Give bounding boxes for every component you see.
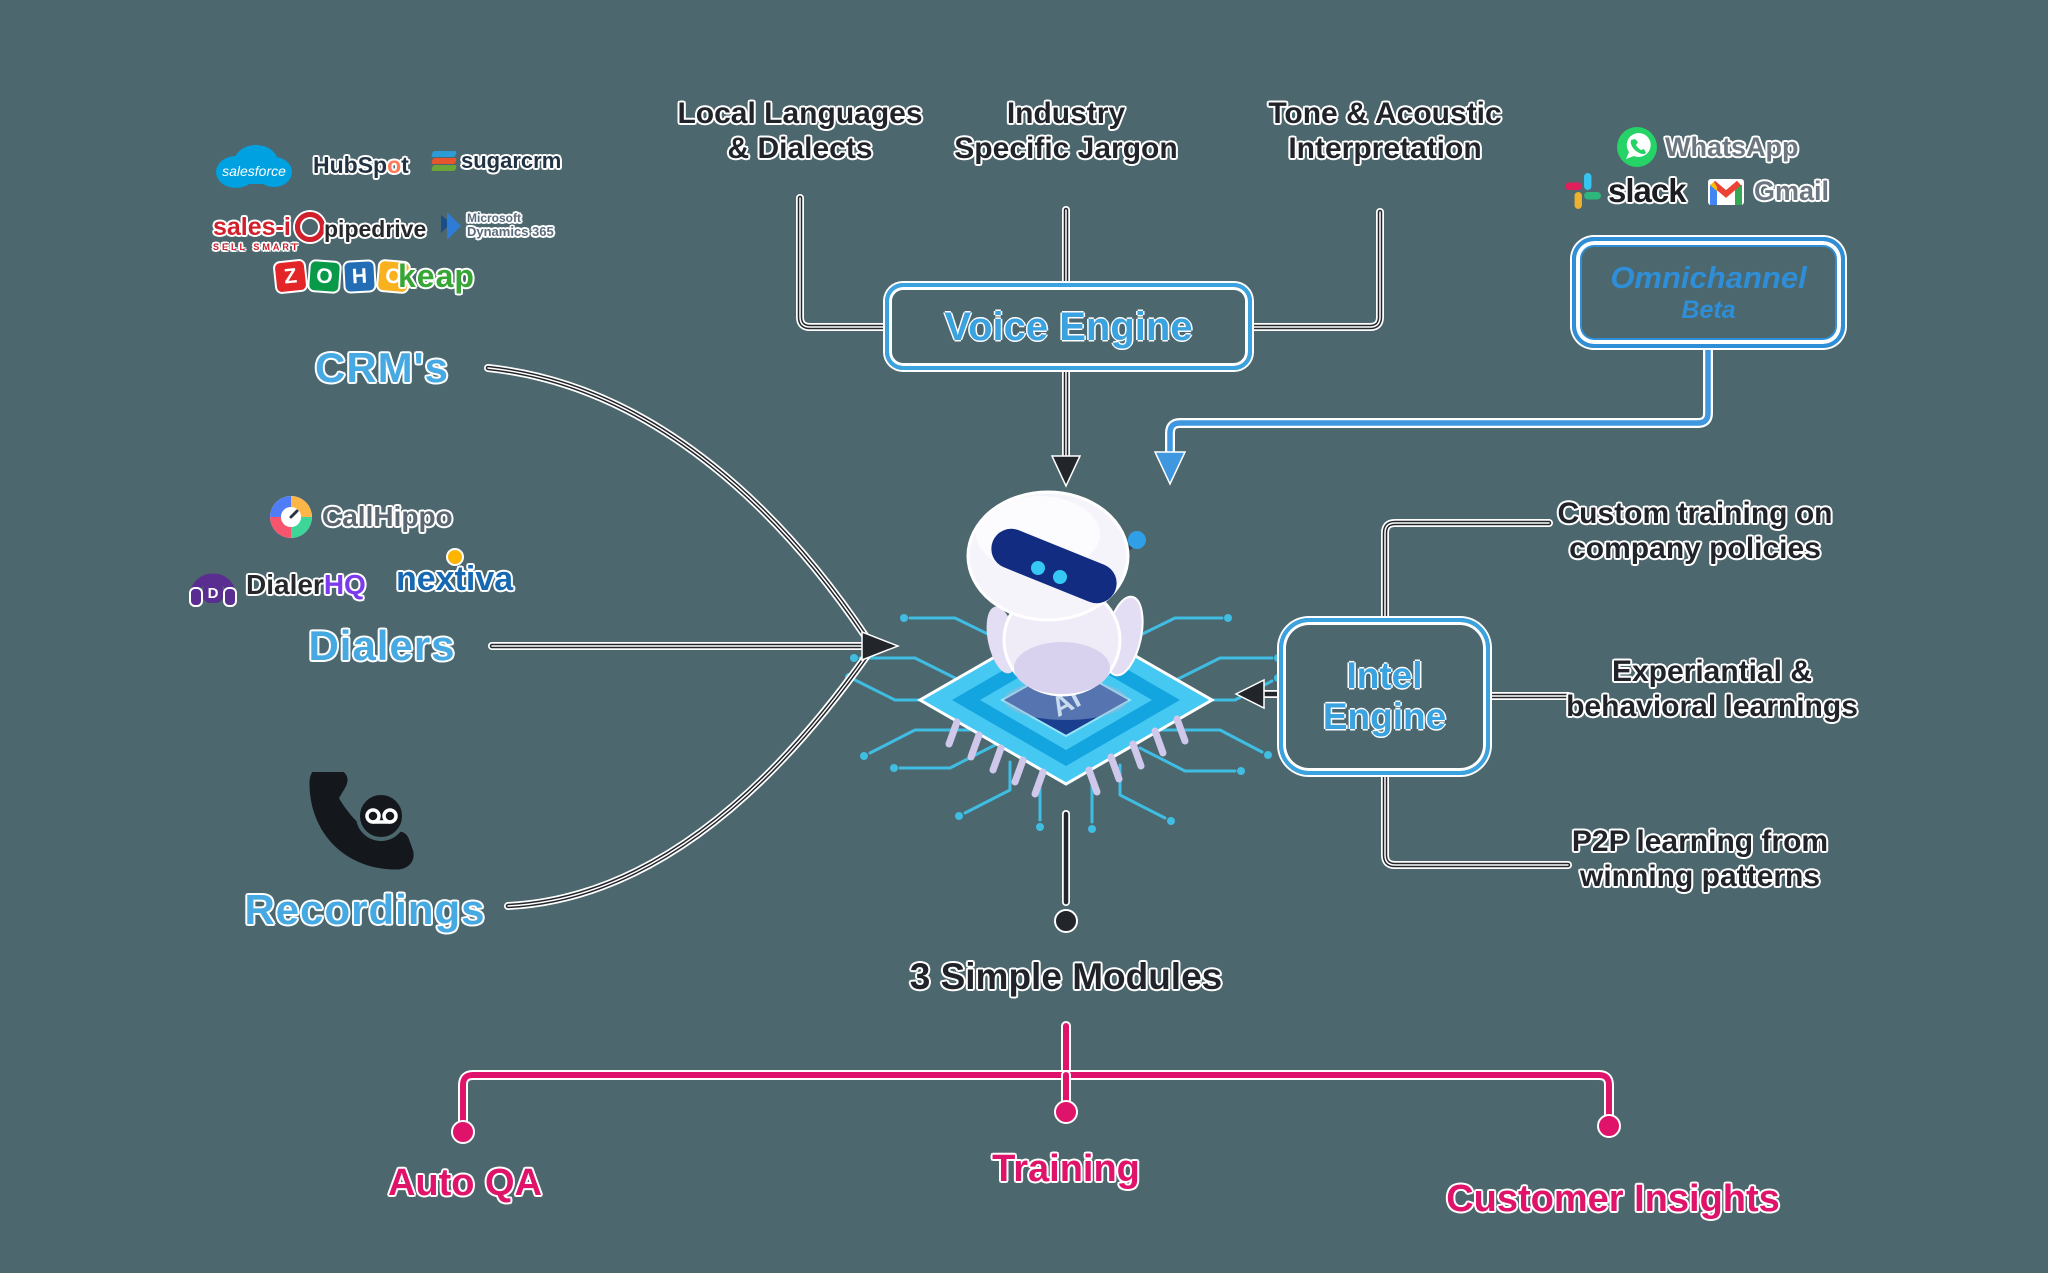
- sugarcrm-text: sugarcrm: [461, 148, 562, 173]
- modules-bracket: [451, 1021, 1621, 1144]
- crm-logo-salesi: sales-i SELL SMART: [213, 212, 325, 252]
- dialers-group-label: Dialers: [308, 622, 456, 669]
- zoho-tile-o1: O: [309, 261, 341, 292]
- intel-engine-title-line2: Engine: [1322, 695, 1447, 737]
- omni-app-gmail: Gmail: [1706, 176, 1829, 207]
- svg-text:salesforce: salesforce: [222, 163, 286, 179]
- crm-group-label: CRM's: [315, 344, 449, 391]
- intel-feature-line1: Experiantial &: [1611, 655, 1813, 688]
- dialer-logo-nextiva: nextiva: [396, 550, 514, 599]
- callhippo-icon: [270, 496, 312, 538]
- intel-feature-line1: P2P learning from: [1571, 825, 1829, 858]
- crm-logo-pipedrive: pipedrive: [324, 216, 427, 242]
- intel-feature-experiential: Experiantial & behavioral learnings: [1552, 654, 1872, 724]
- whatsapp-icon: [1617, 127, 1657, 167]
- crm-logo-sugarcrm: sugarcrm: [431, 148, 562, 174]
- hubspot-text: HubSp: [313, 152, 388, 178]
- dynamics-icon: [441, 212, 461, 240]
- intel-feature-line2: winning patterns: [1580, 860, 1820, 894]
- intel-engine-title-line1: Intel: [1346, 654, 1423, 696]
- module-training: Training: [992, 1148, 1140, 1190]
- voice-input-line2: & Dialects: [727, 132, 873, 166]
- recordings-icon: [309, 772, 414, 870]
- intel-feature-line2: behavioral learnings: [1566, 690, 1858, 724]
- omnichannel-title: Omnichannel: [1610, 260, 1807, 295]
- voice-input-industry-jargon: Industry Specific Jargon: [926, 96, 1206, 166]
- voice-input-line1: Local Languages: [677, 97, 923, 130]
- zoho-tile-z: Z: [274, 260, 307, 293]
- intel-feature-line1: Custom training on: [1557, 497, 1833, 530]
- sources-to-robot-arrows: [484, 364, 901, 910]
- voice-input-connectors: [796, 194, 1384, 331]
- gmail-text: Gmail: [1754, 176, 1830, 206]
- salesi-tagline: SELL SMART: [213, 242, 301, 252]
- robot-to-modules-connector: [1054, 810, 1078, 933]
- dialerhq-text: DialerHQ: [246, 569, 366, 601]
- sugarcrm-stack-icon: [431, 150, 457, 172]
- intel-feature-line2: company policies: [1569, 532, 1821, 566]
- voice-input-tone-acoustic: Tone & Acoustic Interpretation: [1240, 96, 1530, 166]
- module-customer-insights: Customer Insights: [1446, 1178, 1780, 1220]
- omni-app-whatsapp: WhatsApp: [1616, 126, 1798, 168]
- dialer-logo-callhippo: CallHippo: [268, 494, 453, 540]
- voice-input-local-languages: Local Languages & Dialects: [660, 96, 940, 166]
- salesforce-cloud-icon: salesforce: [216, 145, 292, 188]
- hubspot-text-end: t: [401, 152, 409, 178]
- crm-logo-hubspot: HubSpot: [313, 152, 409, 179]
- crm-logo-zoho: Z O H O: [274, 260, 410, 293]
- svg-text:D: D: [208, 585, 219, 602]
- voice-input-line2: Specific Jargon: [954, 132, 1178, 166]
- module-auto-qa: Auto QA: [387, 1162, 543, 1204]
- crm-logo-dynamics: Microsoft Dynamics 365: [440, 212, 554, 240]
- voice-engine-title: Voice Engine: [944, 304, 1193, 349]
- dialerhq-text-dialer: Dialer: [246, 569, 324, 600]
- nextiva-text: nextiva: [396, 560, 514, 598]
- gmail-icon: [1708, 178, 1744, 205]
- recordings-group-label: Recordings: [244, 886, 486, 933]
- nextiva-dot: [448, 550, 462, 564]
- dialerhq-icon: D: [189, 573, 237, 607]
- callhippo-text: CallHippo: [322, 501, 453, 532]
- crm-logo-salesforce: salesforce: [210, 138, 298, 199]
- voice-input-line1: Tone & Acoustic: [1268, 97, 1502, 130]
- omnichannel-box: Omnichannel Beta: [1572, 237, 1845, 348]
- voice-engine-box: Voice Engine: [885, 283, 1252, 370]
- voice-input-line1: Industry: [1006, 97, 1126, 130]
- robot-illustration: [966, 490, 1146, 720]
- dynamics-text1: Microsoft: [467, 211, 521, 225]
- omnichannel-to-robot-arrow: [1153, 345, 1713, 486]
- voice-to-robot-arrow: [1050, 368, 1082, 488]
- hubspot-sprocket: o: [387, 152, 402, 178]
- modules-title: 3 Simple Modules: [909, 956, 1223, 997]
- intel-connectors: [1234, 519, 1572, 869]
- dialer-logo-dialerhq: D DialerHQ: [188, 562, 366, 608]
- slack-icon: [1565, 173, 1601, 209]
- zoho-tile-h: H: [344, 261, 375, 292]
- whatsapp-text: WhatsApp: [1665, 131, 1799, 162]
- dynamics-text2: Dynamics 365: [467, 223, 554, 239]
- voice-input-line2: Interpretation: [1288, 132, 1482, 166]
- dialerhq-text-hq: HQ: [323, 569, 366, 600]
- slack-text: slack: [1608, 172, 1687, 209]
- intel-engine-box: Intel Engine: [1279, 618, 1490, 775]
- omni-app-slack: slack: [1564, 172, 1687, 210]
- intel-feature-p2p: P2P learning from winning patterns: [1550, 824, 1850, 894]
- salesi-target-icon: [294, 212, 325, 242]
- salesi-text: sales-i: [213, 212, 291, 241]
- crm-logo-keap: keap: [398, 258, 475, 294]
- omnichannel-beta-tag: Beta: [1681, 296, 1736, 324]
- intel-feature-custom-training: Custom training on company policies: [1545, 496, 1845, 566]
